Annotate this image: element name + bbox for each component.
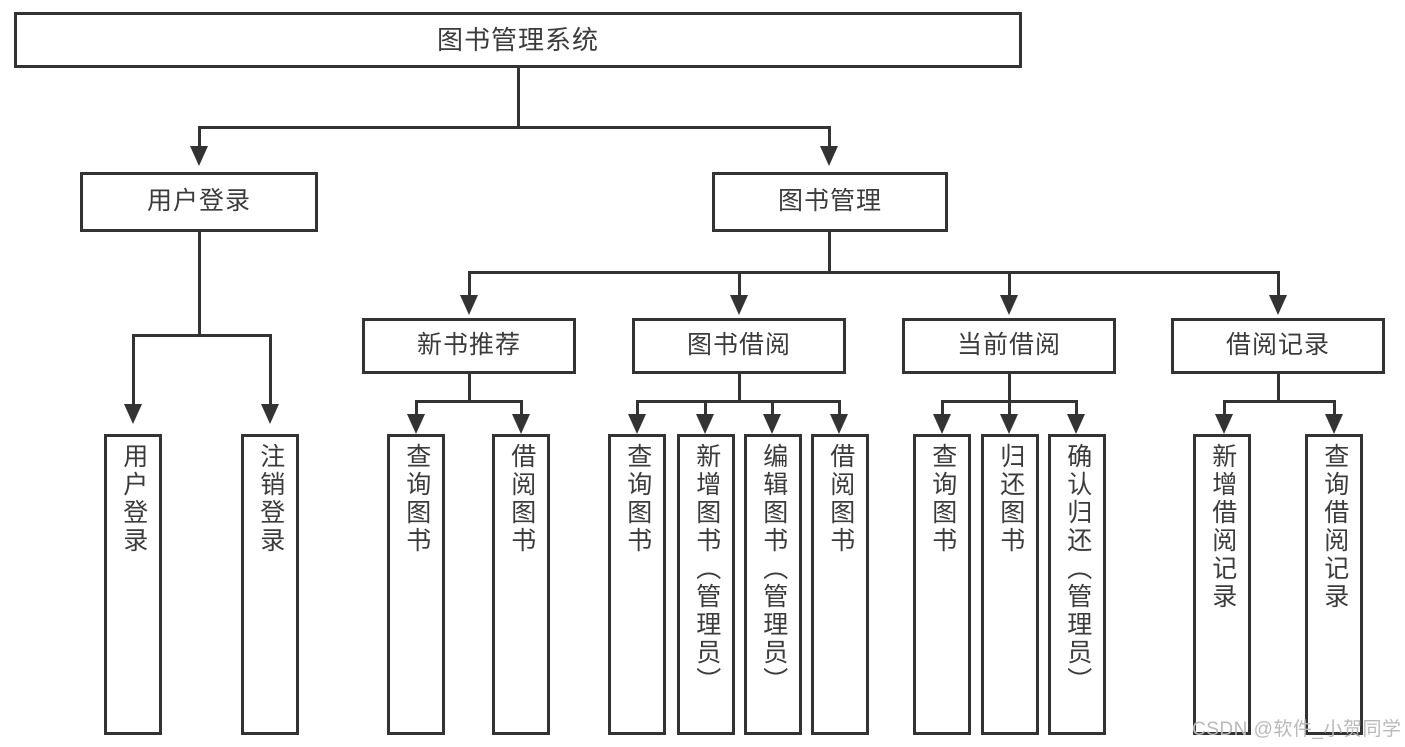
connector-root-to-user-login <box>198 126 201 148</box>
connector-user-login-bar <box>132 334 272 337</box>
leaf-current-borrow-confirm-return-admin[interactable]: 确认归还（管理员） <box>1048 434 1106 735</box>
leaf-user-login-login[interactable]: 用户登录 <box>104 434 162 735</box>
node-borrow-record[interactable]: 借阅记录 <box>1171 318 1385 374</box>
node-label: 借阅图书 <box>826 443 855 555</box>
node-label: 查询图书 <box>623 443 652 555</box>
arrowhead-new-book-leaf-1 <box>407 414 425 434</box>
leaf-book-borrow-borrow-book[interactable]: 借阅图书 <box>811 434 869 735</box>
node-label: 用户登录 <box>146 187 251 216</box>
connector-root-bar <box>198 126 831 129</box>
node-book-borrow[interactable]: 图书借阅 <box>632 318 846 374</box>
leaf-book-borrow-add-book-admin[interactable]: 新增图书（管理员） <box>677 434 735 735</box>
connector-user-login-stem <box>198 232 201 336</box>
arrowhead-borrow-record <box>1269 295 1287 315</box>
arrowhead-bb-leaf-4 <box>830 414 848 434</box>
node-label: 确认归还（管理员） <box>1063 443 1092 695</box>
connector-bm-to-new-book <box>468 271 471 297</box>
leaf-new-book-query-book[interactable]: 查询图书 <box>387 434 445 735</box>
arrowhead-user-login <box>190 146 208 166</box>
connector-bb-to-leaf-4 <box>838 400 841 416</box>
node-root-book-management-system[interactable]: 图书管理系统 <box>14 12 1022 68</box>
connector-book-borrow-stem <box>738 374 741 402</box>
arrowhead-user-login-leaf-2 <box>261 404 279 424</box>
connector-borrow-record-stem <box>1277 374 1280 402</box>
connector-bm-to-current-borrow <box>1008 271 1011 297</box>
connector-br-to-leaf-2 <box>1333 400 1336 416</box>
node-label: 查询图书 <box>402 443 431 555</box>
connector-borrow-record-bar <box>1223 400 1336 403</box>
connector-new-book-bar <box>415 400 523 403</box>
leaf-borrow-record-add-record[interactable]: 新增借阅记录 <box>1193 434 1251 735</box>
arrowhead-current-borrow <box>1000 295 1018 315</box>
node-label: 用户登录 <box>119 443 148 555</box>
arrowhead-cb-leaf-1 <box>933 414 951 434</box>
connector-book-borrow-bar <box>636 400 839 403</box>
arrowhead-bb-leaf-1 <box>628 414 646 434</box>
connector-book-management-bar <box>468 271 1280 274</box>
watermark-text: CSDN @软件_小贺同学 <box>1192 719 1402 740</box>
node-label: 图书管理 <box>777 187 882 216</box>
connector-user-login-to-leaf-2 <box>269 334 272 406</box>
leaf-borrow-record-query-record[interactable]: 查询借阅记录 <box>1305 434 1363 735</box>
node-label: 新增图书（管理员） <box>692 443 721 695</box>
arrowhead-book-management <box>820 146 838 166</box>
connector-new-book-stem <box>468 374 471 402</box>
leaf-user-login-logout[interactable]: 注销登录 <box>241 434 299 735</box>
connector-user-login-to-leaf-1 <box>132 334 135 406</box>
arrowhead-new-book-recommend <box>460 295 478 315</box>
arrowhead-br-leaf-1 <box>1215 414 1233 434</box>
connector-new-book-to-leaf-1 <box>415 400 418 416</box>
arrowhead-cb-leaf-3 <box>1067 414 1085 434</box>
node-new-book-recommend[interactable]: 新书推荐 <box>362 318 576 374</box>
arrowhead-user-login-leaf-1 <box>124 404 142 424</box>
node-label: 当前借阅 <box>956 331 1061 360</box>
node-label: 图书借阅 <box>686 331 791 360</box>
connector-bm-to-borrow-record <box>1277 271 1280 297</box>
node-label: 新书推荐 <box>416 331 521 360</box>
connector-bb-to-leaf-1 <box>636 400 639 416</box>
connector-root-to-book-management <box>828 126 831 148</box>
node-label: 图书管理系统 <box>436 24 599 55</box>
arrowhead-bb-leaf-2 <box>696 414 714 434</box>
node-user-login[interactable]: 用户登录 <box>80 172 318 232</box>
connector-bb-to-leaf-2 <box>704 400 707 416</box>
arrowhead-new-book-leaf-2 <box>512 414 530 434</box>
connector-bb-to-leaf-3 <box>771 400 774 416</box>
leaf-book-borrow-query-book[interactable]: 查询图书 <box>608 434 666 735</box>
node-label: 注销登录 <box>256 443 285 555</box>
node-label: 借阅图书 <box>507 443 536 555</box>
leaf-new-book-borrow-book[interactable]: 借阅图书 <box>492 434 550 735</box>
leaf-current-borrow-query-book[interactable]: 查询图书 <box>913 434 971 735</box>
arrowhead-cb-leaf-2 <box>1000 414 1018 434</box>
node-current-borrow[interactable]: 当前借阅 <box>902 318 1116 374</box>
connector-cb-to-leaf-3 <box>1075 400 1078 416</box>
connector-br-to-leaf-1 <box>1223 400 1226 416</box>
node-label: 编辑图书（管理员） <box>759 443 788 695</box>
connector-current-borrow-stem <box>1008 374 1011 402</box>
arrowhead-bb-leaf-3 <box>763 414 781 434</box>
node-label: 查询借阅记录 <box>1320 443 1349 611</box>
leaf-book-borrow-edit-book-admin[interactable]: 编辑图书（管理员） <box>744 434 802 735</box>
connector-bm-to-book-borrow <box>738 271 741 297</box>
connector-cb-to-leaf-2 <box>1008 400 1011 416</box>
leaf-current-borrow-return-book[interactable]: 归还图书 <box>981 434 1039 735</box>
node-label: 归还图书 <box>996 443 1025 555</box>
arrowhead-book-borrow <box>730 295 748 315</box>
arrowhead-br-leaf-2 <box>1325 414 1343 434</box>
node-label: 新增借阅记录 <box>1208 443 1237 611</box>
node-label: 借阅记录 <box>1225 331 1330 360</box>
connector-book-management-stem <box>828 232 831 273</box>
connector-cb-to-leaf-1 <box>941 400 944 416</box>
node-book-management[interactable]: 图书管理 <box>712 172 948 232</box>
connector-new-book-to-leaf-2 <box>520 400 523 416</box>
connector-root-stem <box>517 68 520 128</box>
node-label: 查询图书 <box>928 443 957 555</box>
